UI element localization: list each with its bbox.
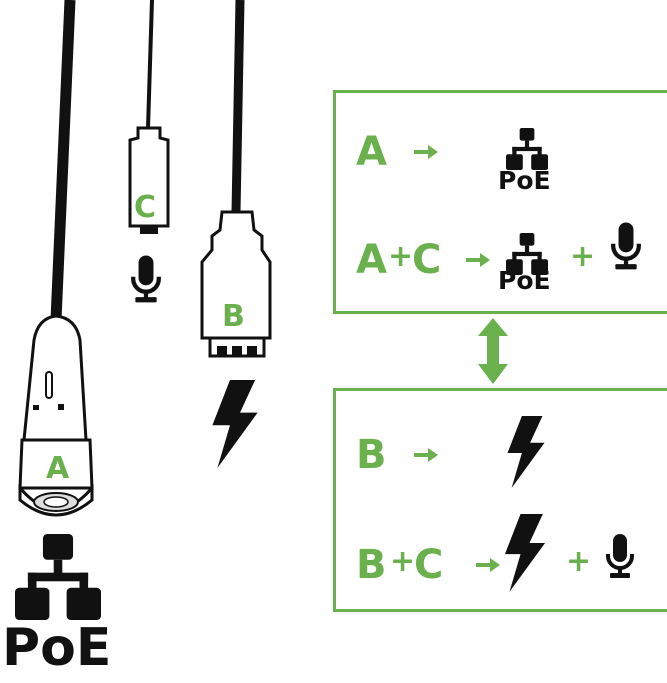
poe-row2-poe-label: PoE bbox=[498, 266, 551, 295]
double-arrow-vertical-icon bbox=[478, 318, 508, 384]
poe-row2-input-a: A bbox=[356, 237, 387, 283]
poe-row2-plus-sign: + bbox=[388, 239, 414, 274]
power-row2-input-c: C bbox=[414, 542, 444, 588]
poe-row1-poe-label: PoE bbox=[498, 166, 551, 195]
microphone-icon bbox=[133, 255, 159, 302]
connector-c-label: C bbox=[134, 190, 157, 225]
connector-b-label: B bbox=[222, 299, 245, 334]
poe-row1-input: A bbox=[356, 129, 387, 175]
cable-c bbox=[128, 0, 170, 234]
cable-a bbox=[18, 0, 94, 517]
poe-label: PoE bbox=[2, 618, 112, 678]
poe-row2-input-c: C bbox=[412, 237, 442, 283]
connector-a-label: A bbox=[46, 451, 70, 486]
power-row2-input-b: B bbox=[356, 542, 387, 588]
poe-row2-plus: + bbox=[570, 239, 596, 274]
power-row1-input: B bbox=[356, 432, 387, 478]
network-icon bbox=[15, 534, 101, 620]
cable-b bbox=[200, 0, 272, 358]
power-row2-plus: + bbox=[566, 544, 592, 579]
lightning-bolt-icon bbox=[212, 380, 258, 468]
power-row2-plus-sign: + bbox=[390, 544, 416, 579]
power-mode-box bbox=[333, 388, 667, 612]
poe-mode-box bbox=[333, 90, 667, 314]
